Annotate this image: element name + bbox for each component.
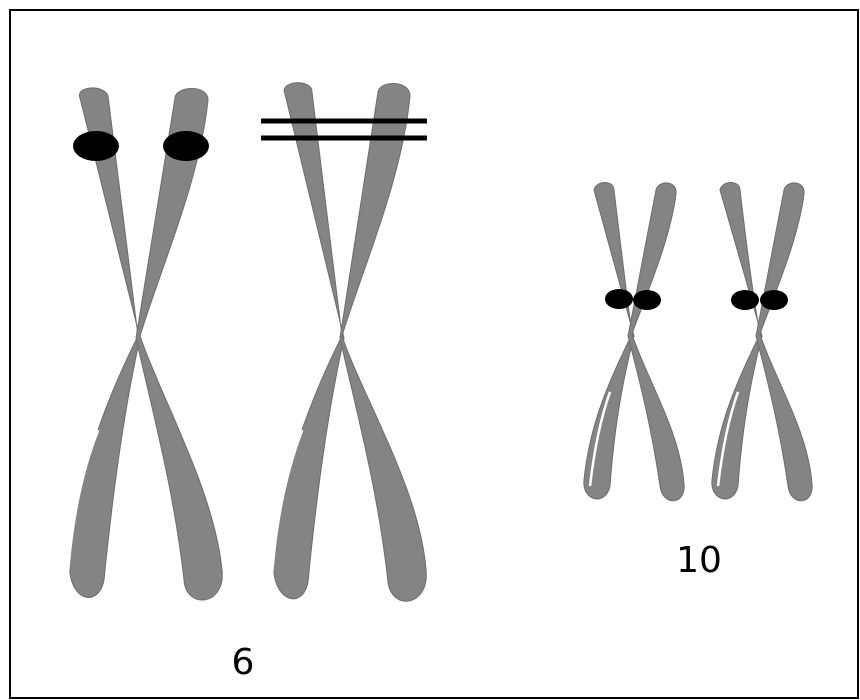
chromosome-6-right	[261, 83, 427, 601]
chromosome-6-left	[68, 88, 222, 600]
marker-dot	[73, 131, 119, 161]
chromosome-label-6: 6	[232, 642, 255, 683]
marker-dot	[731, 290, 759, 310]
chromosome-10-left	[584, 183, 684, 501]
marker-dot	[605, 289, 633, 309]
chromosome-label-10: 10	[676, 540, 722, 581]
marker-dot	[163, 131, 209, 161]
marker-dot	[633, 290, 661, 310]
frame-border	[10, 10, 858, 698]
chromosome-10-right	[712, 183, 812, 501]
marker-dot	[760, 290, 788, 310]
